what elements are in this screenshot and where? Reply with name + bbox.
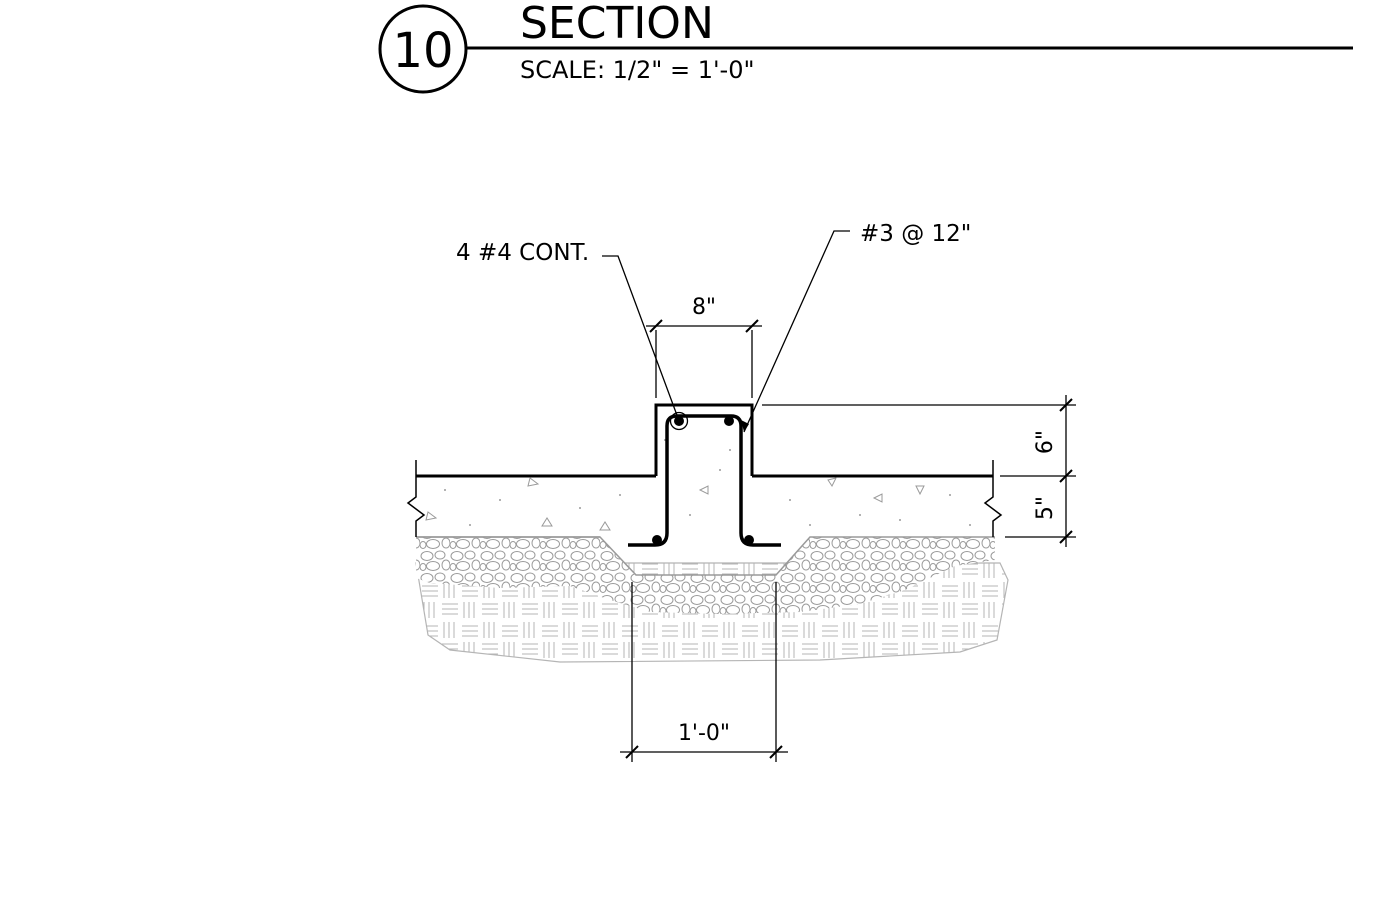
dimension-curb-width-text: 8" <box>692 295 716 320</box>
callout-longitudinal-bars: 4 #4 CONT. <box>456 240 679 419</box>
callout-stirrups-text: #3 @ 12" <box>860 221 971 247</box>
detail-number: 10 <box>392 23 453 79</box>
break-line-right <box>983 460 1003 537</box>
concrete-curb <box>654 403 754 476</box>
stirrup <box>628 414 781 547</box>
rebar-top-left <box>674 416 684 426</box>
callout-stirrups: #3 @ 12" <box>741 221 971 433</box>
callout-longitudinal-bars-text: 4 #4 CONT. <box>456 240 589 266</box>
dimension-slab-thickness-text: 5" <box>1033 496 1058 520</box>
dimension-vertical: 6" 5" <box>762 395 1076 547</box>
rebar-bottom-right <box>744 535 754 545</box>
dimension-footing-width-text: 1'-0" <box>678 721 730 746</box>
title-block: 10 SECTION SCALE: 1/2" = 1'-0" <box>378 0 1353 94</box>
dimension-curb-width: 8" <box>646 295 762 398</box>
rebar-top-right <box>724 416 734 426</box>
scale-text: SCALE: 1/2" = 1'-0" <box>520 56 755 84</box>
dimension-footing-width: 1'-0" <box>620 582 788 762</box>
title-text: SECTION <box>520 0 714 49</box>
dimension-curb-height-text: 6" <box>1033 430 1058 454</box>
rebar-top-left-highlight <box>669 411 689 431</box>
rebar-bottom-left <box>652 535 662 545</box>
concrete-slab <box>406 439 1003 538</box>
reinforcement <box>628 411 781 547</box>
break-line-left <box>406 460 426 537</box>
